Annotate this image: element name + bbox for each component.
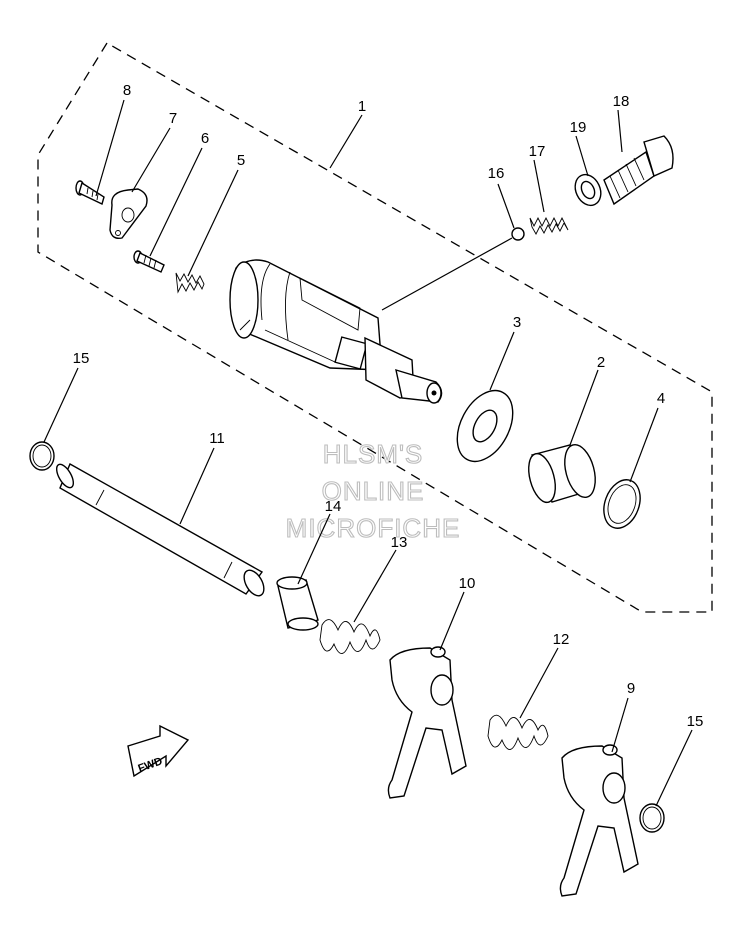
callout-9: 9	[627, 680, 635, 697]
shift-shaft-part-11[interactable]	[53, 462, 268, 599]
spring-part-17[interactable]	[529, 216, 569, 235]
ball-part-16[interactable]	[511, 227, 525, 241]
callout-12: 12	[553, 631, 570, 648]
circlip-part-15-left[interactable]	[29, 441, 55, 471]
collar-part-2[interactable]	[524, 441, 601, 505]
leader-8	[95, 99, 125, 197]
washer-part-19[interactable]	[570, 170, 605, 209]
leader-16	[497, 183, 515, 229]
leader-19	[575, 135, 589, 177]
circlip-part-15-right[interactable]	[639, 803, 665, 833]
leader-2	[569, 369, 599, 446]
watermark: HLSM'S ONLINE MICROFICHE	[285, 438, 461, 543]
callout-15-left: 15	[73, 350, 90, 367]
leader-12	[519, 647, 559, 719]
leader-4	[629, 407, 659, 483]
leader-5	[187, 169, 239, 277]
callout-17: 17	[529, 143, 546, 160]
leader-9	[611, 697, 629, 753]
callout-19: 19	[570, 119, 587, 136]
svg-text:MICROFICHE: MICROFICHE	[286, 513, 461, 543]
leader-14	[297, 513, 331, 585]
leader-6	[149, 147, 203, 257]
callout-6: 6	[201, 130, 209, 147]
leader-16-drum	[381, 237, 513, 311]
callout-18: 18	[613, 93, 630, 110]
callout-14: 14	[325, 498, 342, 515]
callout-5: 5	[237, 152, 245, 169]
plug-part-18[interactable]	[603, 135, 674, 206]
leader-17	[533, 159, 545, 213]
shift-fork-part-10[interactable]	[387, 646, 467, 799]
callout-2: 2	[597, 354, 605, 371]
callout-10: 10	[459, 575, 476, 592]
bolt-part-6[interactable]	[133, 250, 165, 273]
leader-3	[489, 331, 515, 391]
callout-11: 11	[209, 430, 225, 447]
callout-13: 13	[391, 534, 408, 551]
spring-part-13[interactable]	[319, 619, 381, 654]
svg-text:ONLINE: ONLINE	[322, 476, 425, 506]
svg-text:HLSM'S: HLSM'S	[323, 439, 424, 469]
washer-part-3[interactable]	[446, 381, 524, 471]
leader-15-left	[43, 367, 79, 443]
circlip-part-4[interactable]	[597, 475, 646, 534]
leader-11	[179, 447, 215, 525]
leader-1	[329, 114, 363, 169]
callout-3: 3	[513, 314, 521, 331]
leader-10	[439, 591, 465, 651]
shift-drum-part-1[interactable]	[229, 259, 443, 404]
callout-7: 7	[169, 110, 177, 127]
callout-15-right: 15	[687, 713, 704, 730]
leader-7	[131, 127, 171, 193]
spring-part-5[interactable]	[175, 272, 205, 294]
callout-8: 8	[123, 82, 131, 99]
leader-13	[353, 549, 397, 623]
spring-part-12[interactable]	[487, 714, 549, 750]
fwd-arrow-icon: FWD	[127, 724, 190, 778]
leader-15-right	[655, 729, 693, 807]
callout-16: 16	[488, 165, 505, 182]
leader-18	[617, 109, 623, 153]
collar-part-14[interactable]	[276, 576, 319, 631]
stopper-plate-part-7[interactable]	[109, 188, 148, 240]
callout-4: 4	[657, 390, 665, 407]
shift-fork-part-9[interactable]	[559, 744, 639, 897]
callout-1: 1	[358, 98, 366, 115]
